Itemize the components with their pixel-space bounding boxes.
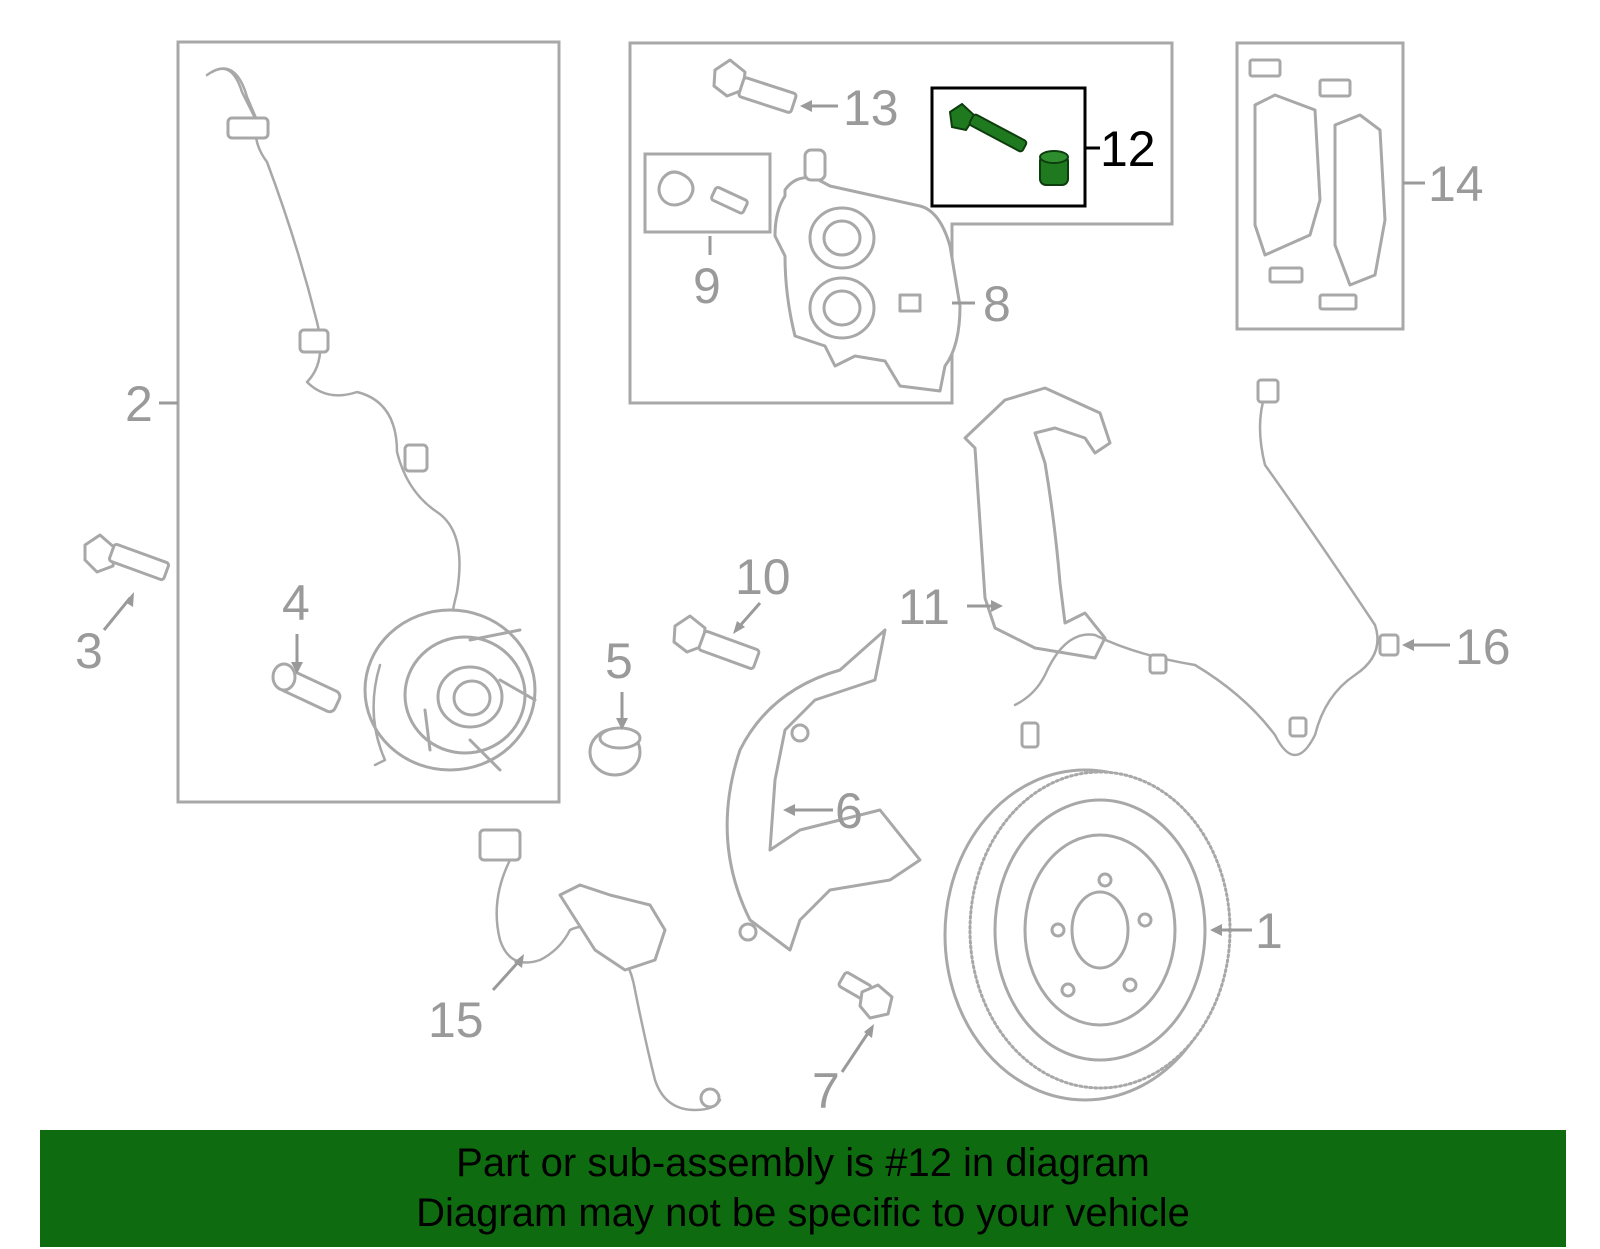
frame-group-12 [930,86,1087,208]
bolt-13 [712,58,798,114]
callout-14: 14 [1428,156,1484,212]
guide-pin-kit-12 [948,102,1069,186]
brake-caliper-8 [773,148,962,393]
banner-line-disclaimer: Diagram may not be specific to your vehi… [416,1191,1190,1235]
abs-sensor-wire-2 [205,67,461,664]
bolt-7 [837,971,894,1020]
frame-group-2 [176,40,561,804]
brake-pads-14 [1248,58,1387,311]
bolt-3 [83,533,170,582]
callout-2: 2 [125,376,153,432]
callout-10: 10 [735,549,791,605]
brake-assembly-diagram: 1 2 3 4 5 6 7 8 9 10 11 12 13 14 15 16 [75,40,1511,1119]
abs-sensor-15 [478,828,722,1112]
brake-rotor-1 [943,768,1232,1102]
callout-6: 6 [835,783,863,839]
callout-11: 11 [898,579,950,635]
callout-13: 13 [843,80,899,136]
frame-group-14 [1235,41,1405,331]
frame-group-8 [628,41,1174,405]
callout-15: 15 [428,992,484,1048]
wheel-hub-2 [363,608,537,772]
dust-cap-5 [588,726,642,777]
bolt-4 [271,662,342,714]
dust-shield-6 [725,628,922,952]
caliper-bracket-11 [963,386,1112,660]
bolt-10 [672,614,761,670]
banner-line-part-number: Part or sub-assembly is #12 in diagram [456,1141,1150,1185]
callout-5: 5 [605,633,633,689]
frame-group-9 [643,152,772,234]
bleeder-kit-9 [657,170,749,215]
callout-9: 9 [693,258,721,314]
callout-4: 4 [282,575,310,631]
callout-8: 8 [983,276,1011,332]
callout-16: 16 [1455,619,1511,675]
callout-12: 12 [1100,121,1156,177]
callout-3: 3 [75,623,103,679]
abs-sensor-16 [1013,378,1400,757]
info-banner: Part or sub-assembly is #12 in diagram D… [40,1130,1566,1247]
callout-1: 1 [1255,903,1283,959]
callout-7: 7 [812,1063,840,1119]
